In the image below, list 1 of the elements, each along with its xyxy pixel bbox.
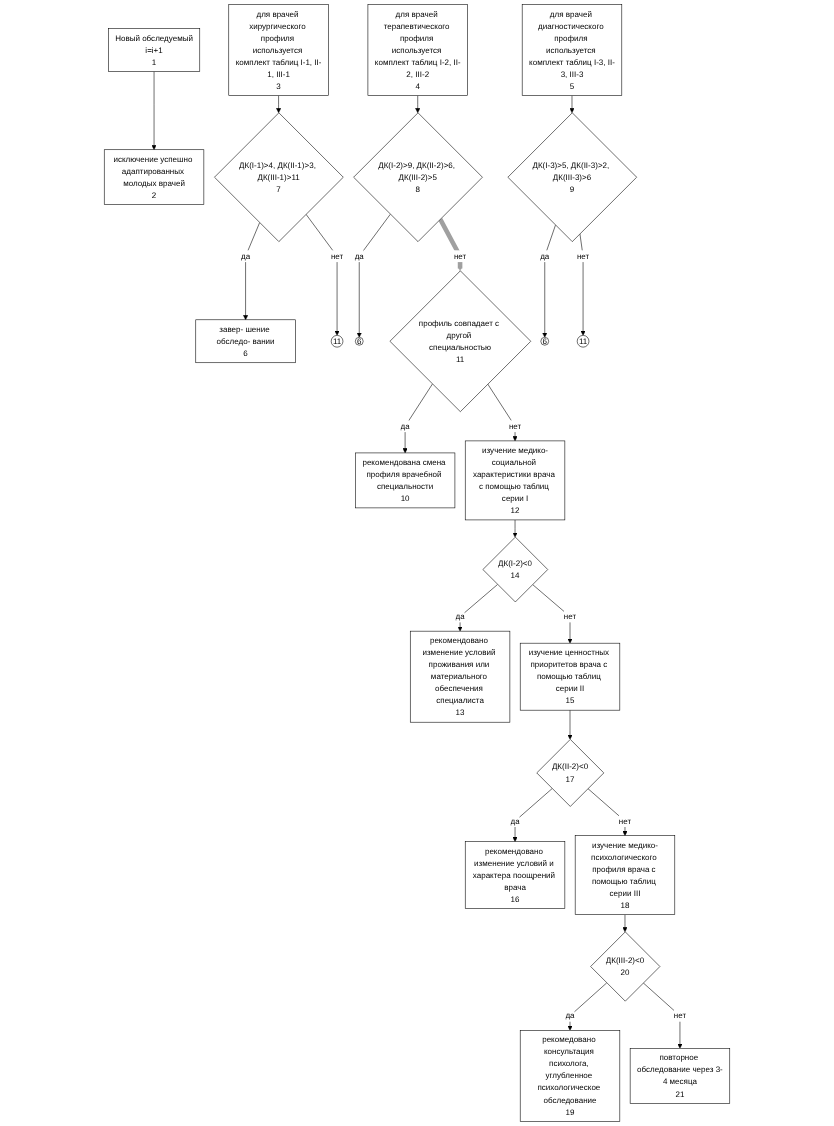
arrow — [438, 218, 463, 272]
